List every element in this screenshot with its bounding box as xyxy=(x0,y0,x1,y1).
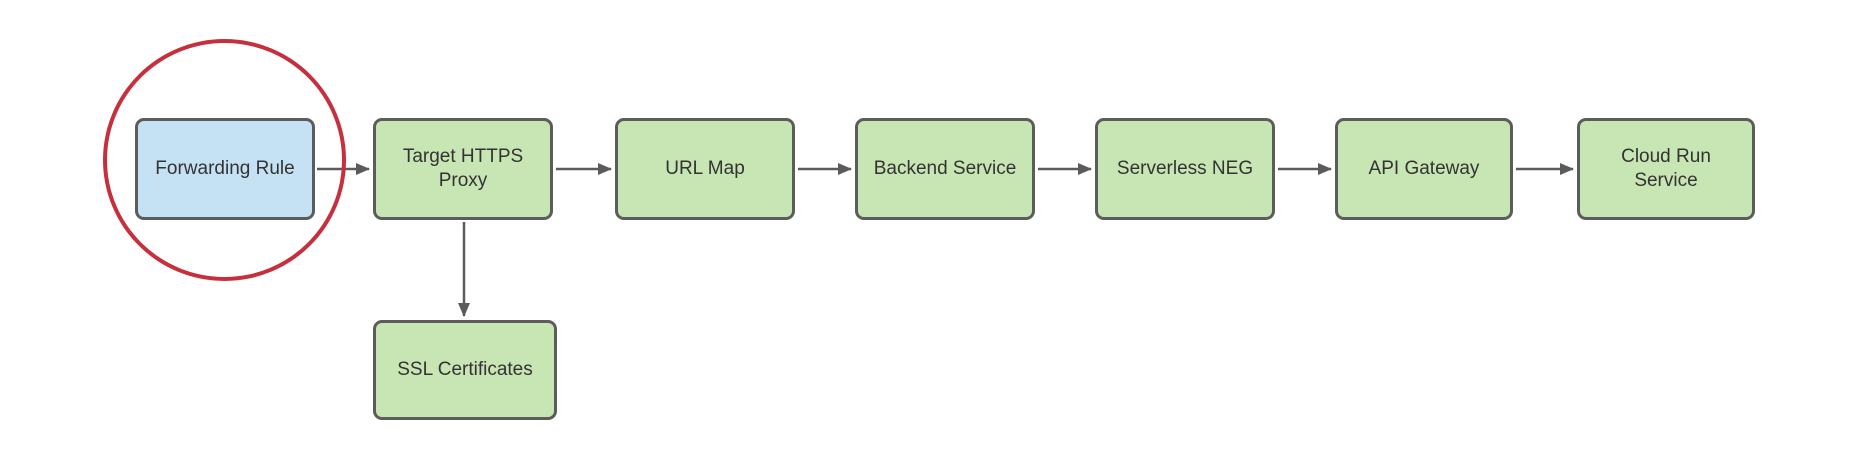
highlight-ellipse xyxy=(103,39,346,281)
node-forwarding-rule[interactable]: Forwarding Rule xyxy=(135,118,315,220)
node-backend-service[interactable]: Backend Service xyxy=(855,118,1035,220)
node-url-map[interactable]: URL Map xyxy=(615,118,795,220)
node-serverless-neg[interactable]: Serverless NEG xyxy=(1095,118,1275,220)
node-api-gateway[interactable]: API Gateway xyxy=(1335,118,1513,220)
node-cloud-run-service[interactable]: Cloud Run Service xyxy=(1577,118,1755,220)
node-target-https-proxy[interactable]: Target HTTPS Proxy xyxy=(373,118,553,220)
node-ssl-certificates[interactable]: SSL Certificates xyxy=(373,320,557,420)
